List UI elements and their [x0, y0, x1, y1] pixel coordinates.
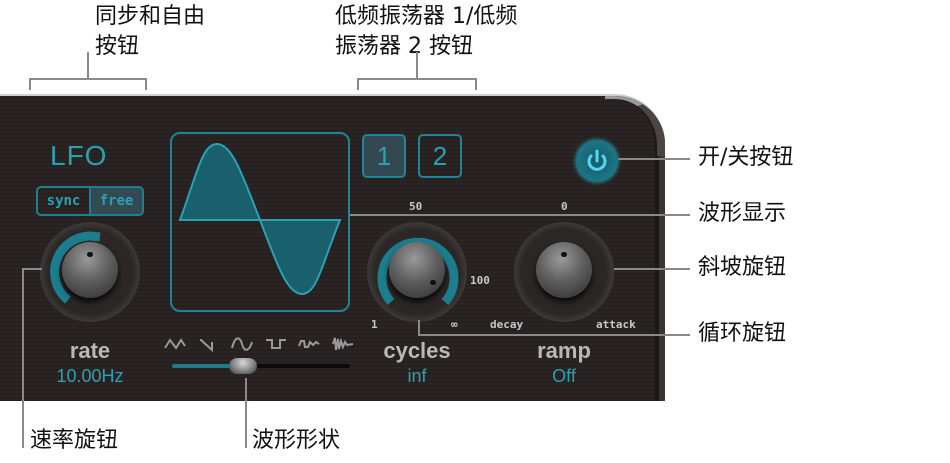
- callout-bracket: [357, 78, 359, 90]
- callout-line: [22, 268, 42, 270]
- callout-line: [416, 52, 418, 80]
- annotation-line: 同步和自由: [95, 4, 206, 29]
- free-button[interactable]: free: [91, 188, 142, 214]
- cycles-knob[interactable]: [367, 222, 467, 322]
- cycles-tick-1: 1: [371, 318, 378, 331]
- rate-arc: [50, 231, 101, 304]
- callout-bracket: [29, 78, 147, 80]
- waveform-shape-icons: [164, 336, 354, 356]
- ramp-label: ramp: [537, 338, 591, 363]
- knob-indicator: [87, 252, 93, 257]
- sine-wave-graphic: [178, 142, 342, 296]
- lfo-panel: LFO sync free rate 10.00Hz 1 2: [0, 94, 665, 401]
- knob-indicator: [430, 280, 436, 285]
- callout-bracket: [145, 78, 147, 90]
- ramp-knob[interactable]: [514, 222, 614, 322]
- sync-free-toggle[interactable]: sync free: [36, 186, 144, 216]
- annotation-line: 低频振荡器 1/低频: [335, 4, 518, 29]
- ramp-tick-attack: attack: [596, 318, 636, 331]
- waveform-display: [170, 132, 350, 312]
- lfo-1-button[interactable]: 1: [362, 134, 406, 178]
- callout-bracket: [475, 78, 477, 90]
- triangle-wave-icon[interactable]: [164, 336, 186, 352]
- annotation-sync-free: 同步和自由 按钮: [95, 2, 205, 62]
- callout-line: [418, 334, 690, 336]
- annotation-waveform-display: 波形显示: [698, 201, 787, 226]
- annotation-on-off: 开/关按钮: [698, 145, 794, 170]
- rate-value: 10.00Hz: [56, 366, 124, 386]
- ramp-value: Off: [552, 366, 576, 386]
- cycles-tick-inf: ∞: [451, 318, 458, 331]
- waveform-slider-track[interactable]: [172, 364, 350, 368]
- random-wave-icon[interactable]: [298, 336, 320, 352]
- callout-line: [245, 378, 247, 448]
- cycles-value: inf: [407, 366, 427, 386]
- callout-line: [87, 52, 89, 80]
- cycles-tick-100: 100: [470, 274, 490, 287]
- power-icon: [587, 149, 607, 171]
- knob-cap: [536, 242, 592, 298]
- callout-bracket: [29, 78, 31, 90]
- knob-indicator: [561, 252, 567, 257]
- ramp-tick-decay: decay: [490, 318, 524, 331]
- annotation-waveform-shape: 波形形状: [252, 428, 341, 453]
- callout-line: [618, 158, 690, 160]
- callout-line: [350, 214, 690, 216]
- lfo-2-button[interactable]: 2: [418, 134, 462, 178]
- annotation-line: 按钮: [95, 34, 140, 59]
- ramp-tick-0: 0: [561, 200, 568, 213]
- waveform-slider-thumb[interactable]: [229, 358, 257, 374]
- callout-line: [418, 320, 420, 336]
- power-button[interactable]: [576, 140, 618, 182]
- annotation-cycles-knob: 循环旋钮: [698, 321, 787, 346]
- sine-wave-icon[interactable]: [231, 336, 254, 352]
- annotation-line: 振荡器 2 按钮: [335, 34, 473, 59]
- rate-knob[interactable]: [40, 222, 140, 322]
- cycles-tick-50: 50: [409, 200, 423, 213]
- sync-button[interactable]: sync: [38, 188, 91, 214]
- knob-cap: [389, 242, 445, 298]
- sawtooth-wave-icon[interactable]: [198, 336, 220, 352]
- noise-wave-icon[interactable]: [332, 336, 354, 352]
- waveform-slider-fill: [172, 364, 230, 368]
- annotation-ramp-knob: 斜坡旋钮: [698, 255, 787, 280]
- callout-bracket: [357, 78, 477, 80]
- knob-cap: [62, 242, 118, 298]
- annotation-lfo-buttons: 低频振荡器 1/低频 振荡器 2 按钮: [335, 2, 517, 62]
- annotation-rate-knob: 速率旋钮: [30, 428, 119, 453]
- square-wave-icon[interactable]: [265, 336, 287, 352]
- callout-line: [22, 268, 24, 448]
- rate-label: rate: [69, 338, 111, 363]
- callout-line: [614, 268, 690, 270]
- lfo-title: LFO: [50, 140, 108, 171]
- cycles-label: cycles: [383, 338, 451, 363]
